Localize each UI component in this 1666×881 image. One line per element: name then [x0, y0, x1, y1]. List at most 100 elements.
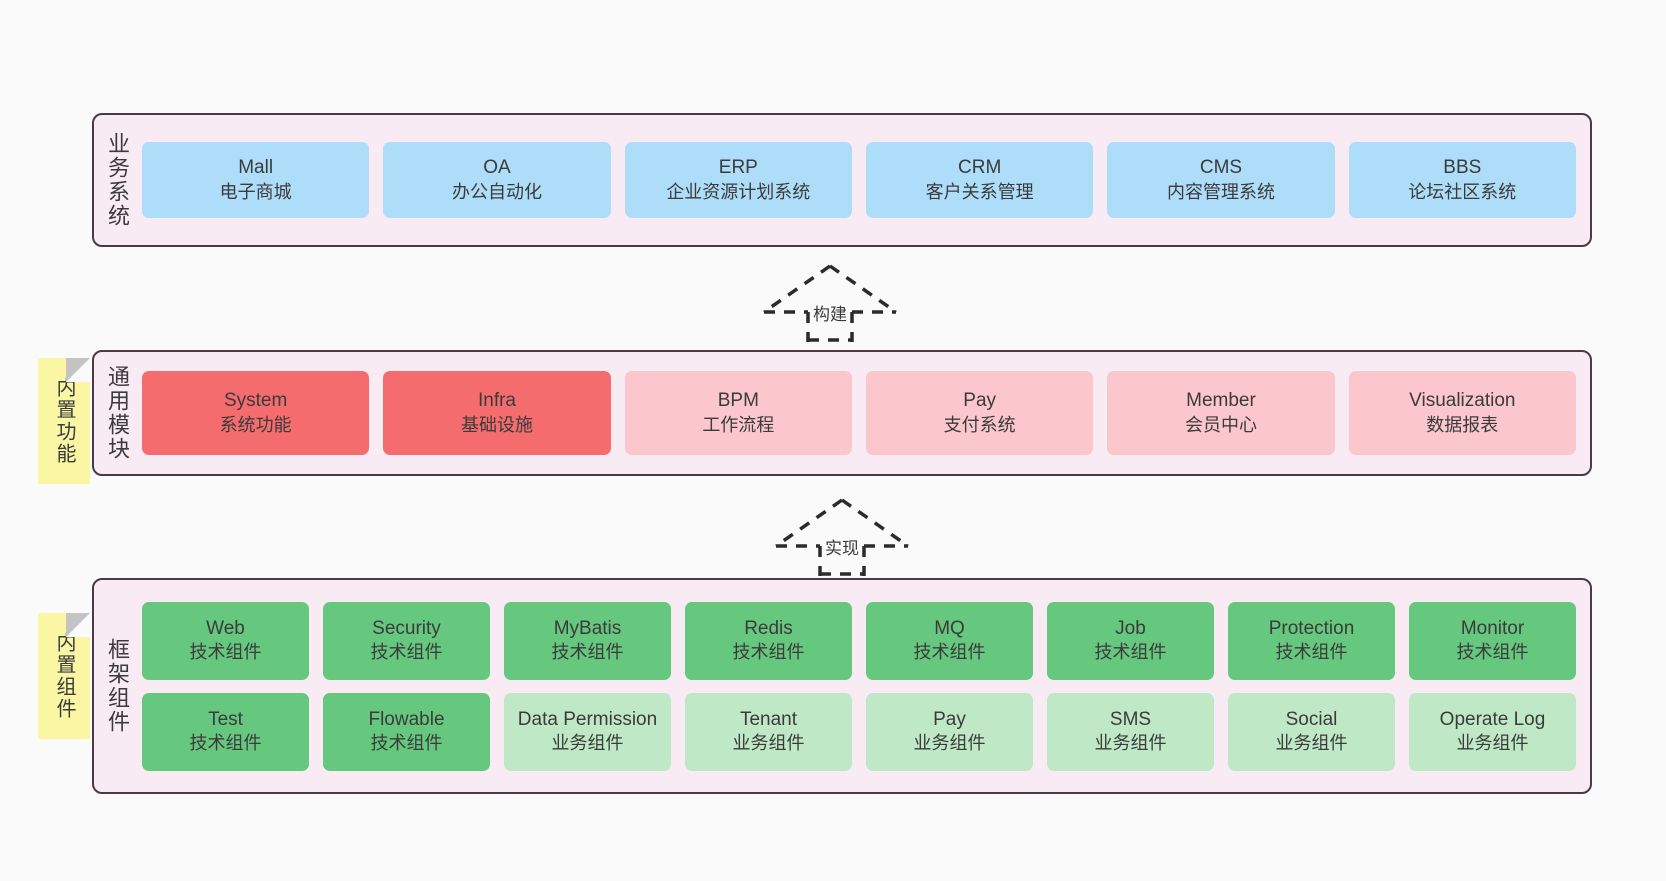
box-title-cn: 数据报表 [1426, 414, 1499, 435]
framework-technical-box-6[interactable]: Protection 技术组件 [1228, 601, 1395, 680]
box-title-cn: 电子商城 [219, 181, 292, 202]
framework-technical-box-1[interactable]: Security 技术组件 [323, 601, 490, 680]
framework-business-box-3[interactable]: Tenant 业务组件 [685, 692, 852, 771]
framework-business-box-7[interactable]: Operate Log 业务组件 [1409, 692, 1576, 771]
framework-business-box-1[interactable]: Flowable 技术组件 [323, 692, 490, 771]
box-title-cn: 业务组件 [1456, 733, 1529, 754]
box-title-en: MyBatis [553, 617, 622, 639]
box-title-en: Redis [744, 617, 793, 639]
box-title-en: Member [1186, 390, 1256, 412]
box-title-cn: 基础设施 [460, 414, 533, 435]
box-title-cn: 技术组件 [1094, 642, 1167, 663]
sticky-note-builtin-function-label: 内置功能 [53, 377, 75, 465]
box-title-en: Web [206, 617, 245, 639]
framework-business-box-2[interactable]: Data Permission 业务组件 [504, 692, 671, 771]
box-title-cn: 技术组件 [1275, 642, 1348, 663]
box-title-en: Security [372, 617, 441, 639]
box-title-cn: 论坛社区系统 [1408, 181, 1517, 202]
connector-implement: 实现 [772, 496, 912, 576]
box-title-cn: 会员中心 [1184, 414, 1257, 435]
box-title-en: Job [1115, 617, 1146, 639]
connector-build: 构建 [760, 262, 900, 342]
sticky-note-builtin-function: 内置功能 [38, 358, 90, 484]
box-title-cn: 业务组件 [1094, 733, 1167, 754]
layer-title-framework-component: 框架组件 [104, 638, 130, 734]
box-title-cn: 技术组件 [551, 642, 624, 663]
box-title-cn: 客户关系管理 [925, 181, 1034, 202]
layer-title-business-system: 业务系统 [104, 132, 130, 228]
box-title-en: ERP [718, 157, 758, 179]
box-title-en: BBS [1443, 157, 1482, 179]
framework-technical-box-2[interactable]: MyBatis 技术组件 [504, 601, 671, 680]
sticky-note-builtin-component: 内置组件 [38, 613, 90, 739]
box-title-en: Protection [1268, 617, 1355, 639]
framework-technical-box-4[interactable]: MQ 技术组件 [866, 601, 1033, 680]
box-title-en: Visualization [1409, 390, 1516, 412]
framework-business-box-5[interactable]: SMS 业务组件 [1047, 692, 1214, 771]
box-title-cn: 工作流程 [702, 414, 775, 435]
box-title-cn: 技术组件 [732, 642, 805, 663]
layer-title-common-module: 通用模块 [104, 365, 130, 461]
box-title-cn: 内容管理系统 [1166, 181, 1275, 202]
box-title-en: Flowable [368, 708, 445, 730]
framework-business-box-6[interactable]: Social 业务组件 [1228, 692, 1395, 771]
box-title-en: Mall [238, 157, 274, 179]
connector-implement-label: 实现 [825, 539, 859, 558]
box-title-en: Test [208, 708, 243, 730]
box-title-cn: 业务组件 [551, 733, 624, 754]
box-title-cn: 办公自动化 [451, 181, 542, 202]
box-title-cn: 业务组件 [732, 733, 805, 754]
box-title-en: CRM [958, 157, 1002, 179]
box-title-en: Infra [477, 390, 516, 412]
box-title-cn: 技术组件 [189, 733, 262, 754]
framework-technical-box-3[interactable]: Redis 技术组件 [685, 601, 852, 680]
box-title-cn: 技术组件 [1456, 642, 1529, 663]
box-title-en: Tenant [739, 708, 798, 730]
framework-technical-box-0[interactable]: Web 技术组件 [142, 601, 309, 680]
box-title-cn: 技术组件 [189, 642, 262, 663]
box-title-en: OA [483, 157, 511, 179]
box-title-cn: 技术组件 [370, 733, 443, 754]
sticky-note-builtin-component-label: 内置组件 [53, 632, 75, 720]
box-title-en: Data Permission [517, 708, 658, 730]
framework-business-box-0[interactable]: Test 技术组件 [142, 692, 309, 771]
box-title-cn: 支付系统 [943, 414, 1016, 435]
framework-technical-box-5[interactable]: Job 技术组件 [1047, 601, 1214, 680]
box-title-en: Operate Log [1439, 708, 1546, 730]
box-title-en: System [223, 390, 288, 412]
box-title-en: SMS [1109, 708, 1152, 730]
box-title-en: BPM [717, 390, 759, 412]
box-title-cn: 技术组件 [370, 642, 443, 663]
box-title-en: Social [1285, 708, 1338, 730]
box-title-cn: 业务组件 [1275, 733, 1348, 754]
box-title-cn: 技术组件 [913, 642, 986, 663]
box-title-cn: 企业资源计划系统 [666, 181, 811, 202]
box-title-en: MQ [934, 617, 965, 639]
box-title-en: Pay [933, 708, 966, 730]
framework-business-box-4[interactable]: Pay 业务组件 [866, 692, 1033, 771]
box-title-cn: 业务组件 [913, 733, 986, 754]
box-title-en: CMS [1199, 157, 1243, 179]
connector-build-label: 构建 [813, 305, 847, 324]
